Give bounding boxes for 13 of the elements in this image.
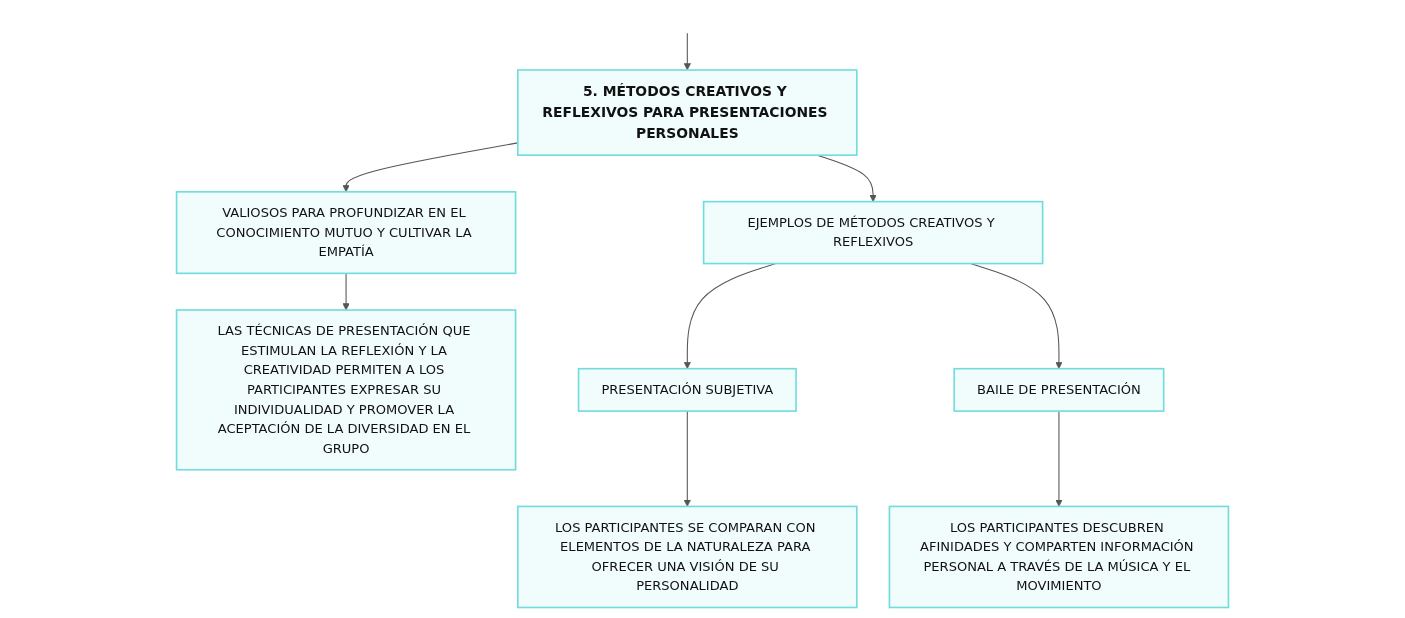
arrow	[1055, 410, 1063, 507]
arrow	[683, 32, 691, 71]
node-box: PRESENTACIÓN SUBJETIVA	[577, 367, 797, 412]
node-box: LOS PARTICIPANTES DESCUBREN AFINIDADES Y COMPARTEN INFORMACIÓN PERSONAL A TRAVÉS DE LA MÚSICA Y EL MOVIMIENTO	[888, 505, 1230, 609]
node-box: EJEMPLOS DE MÉTODOS CREATIVOS Y REFLEXIVOS	[702, 200, 1044, 265]
node-box: BAILE DE PRESENTACIÓN	[953, 367, 1165, 412]
node-box: LOS PARTICIPANTES SE COMPARAN CON ELEMENTOS DE LA NATURALEZA PARA OFRECER UNA VISIÓN DE SU PERSONALIDAD	[517, 505, 858, 609]
node-box: VALIOSOS PARA PROFUNDIZAR EN EL CONOCIMIENTO MUTUO Y CULTIVAR LA EMPATÍA	[175, 191, 517, 275]
node-box: LAS TÉCNICAS DE PRESENTACIÓN QUE ESTIMULAN LA REFLEXIÓN Y LA CREATIVIDAD PERMITEN A LOS PARTICIPANTES EXPRESAR SU INDIVIDUALIDAD Y PROMOVER LA ACEPTACIÓN DE LA DIVERSIDAD EN EL GRUPO	[175, 309, 517, 471]
arrow	[683, 410, 691, 507]
arrow	[342, 272, 350, 311]
node-box: 5. MÉTODOS CREATIVOS Y REFLEXIVOS PARA PRESENTACIONES PERSONALES	[517, 69, 858, 156]
arrow	[970, 263, 1063, 369]
